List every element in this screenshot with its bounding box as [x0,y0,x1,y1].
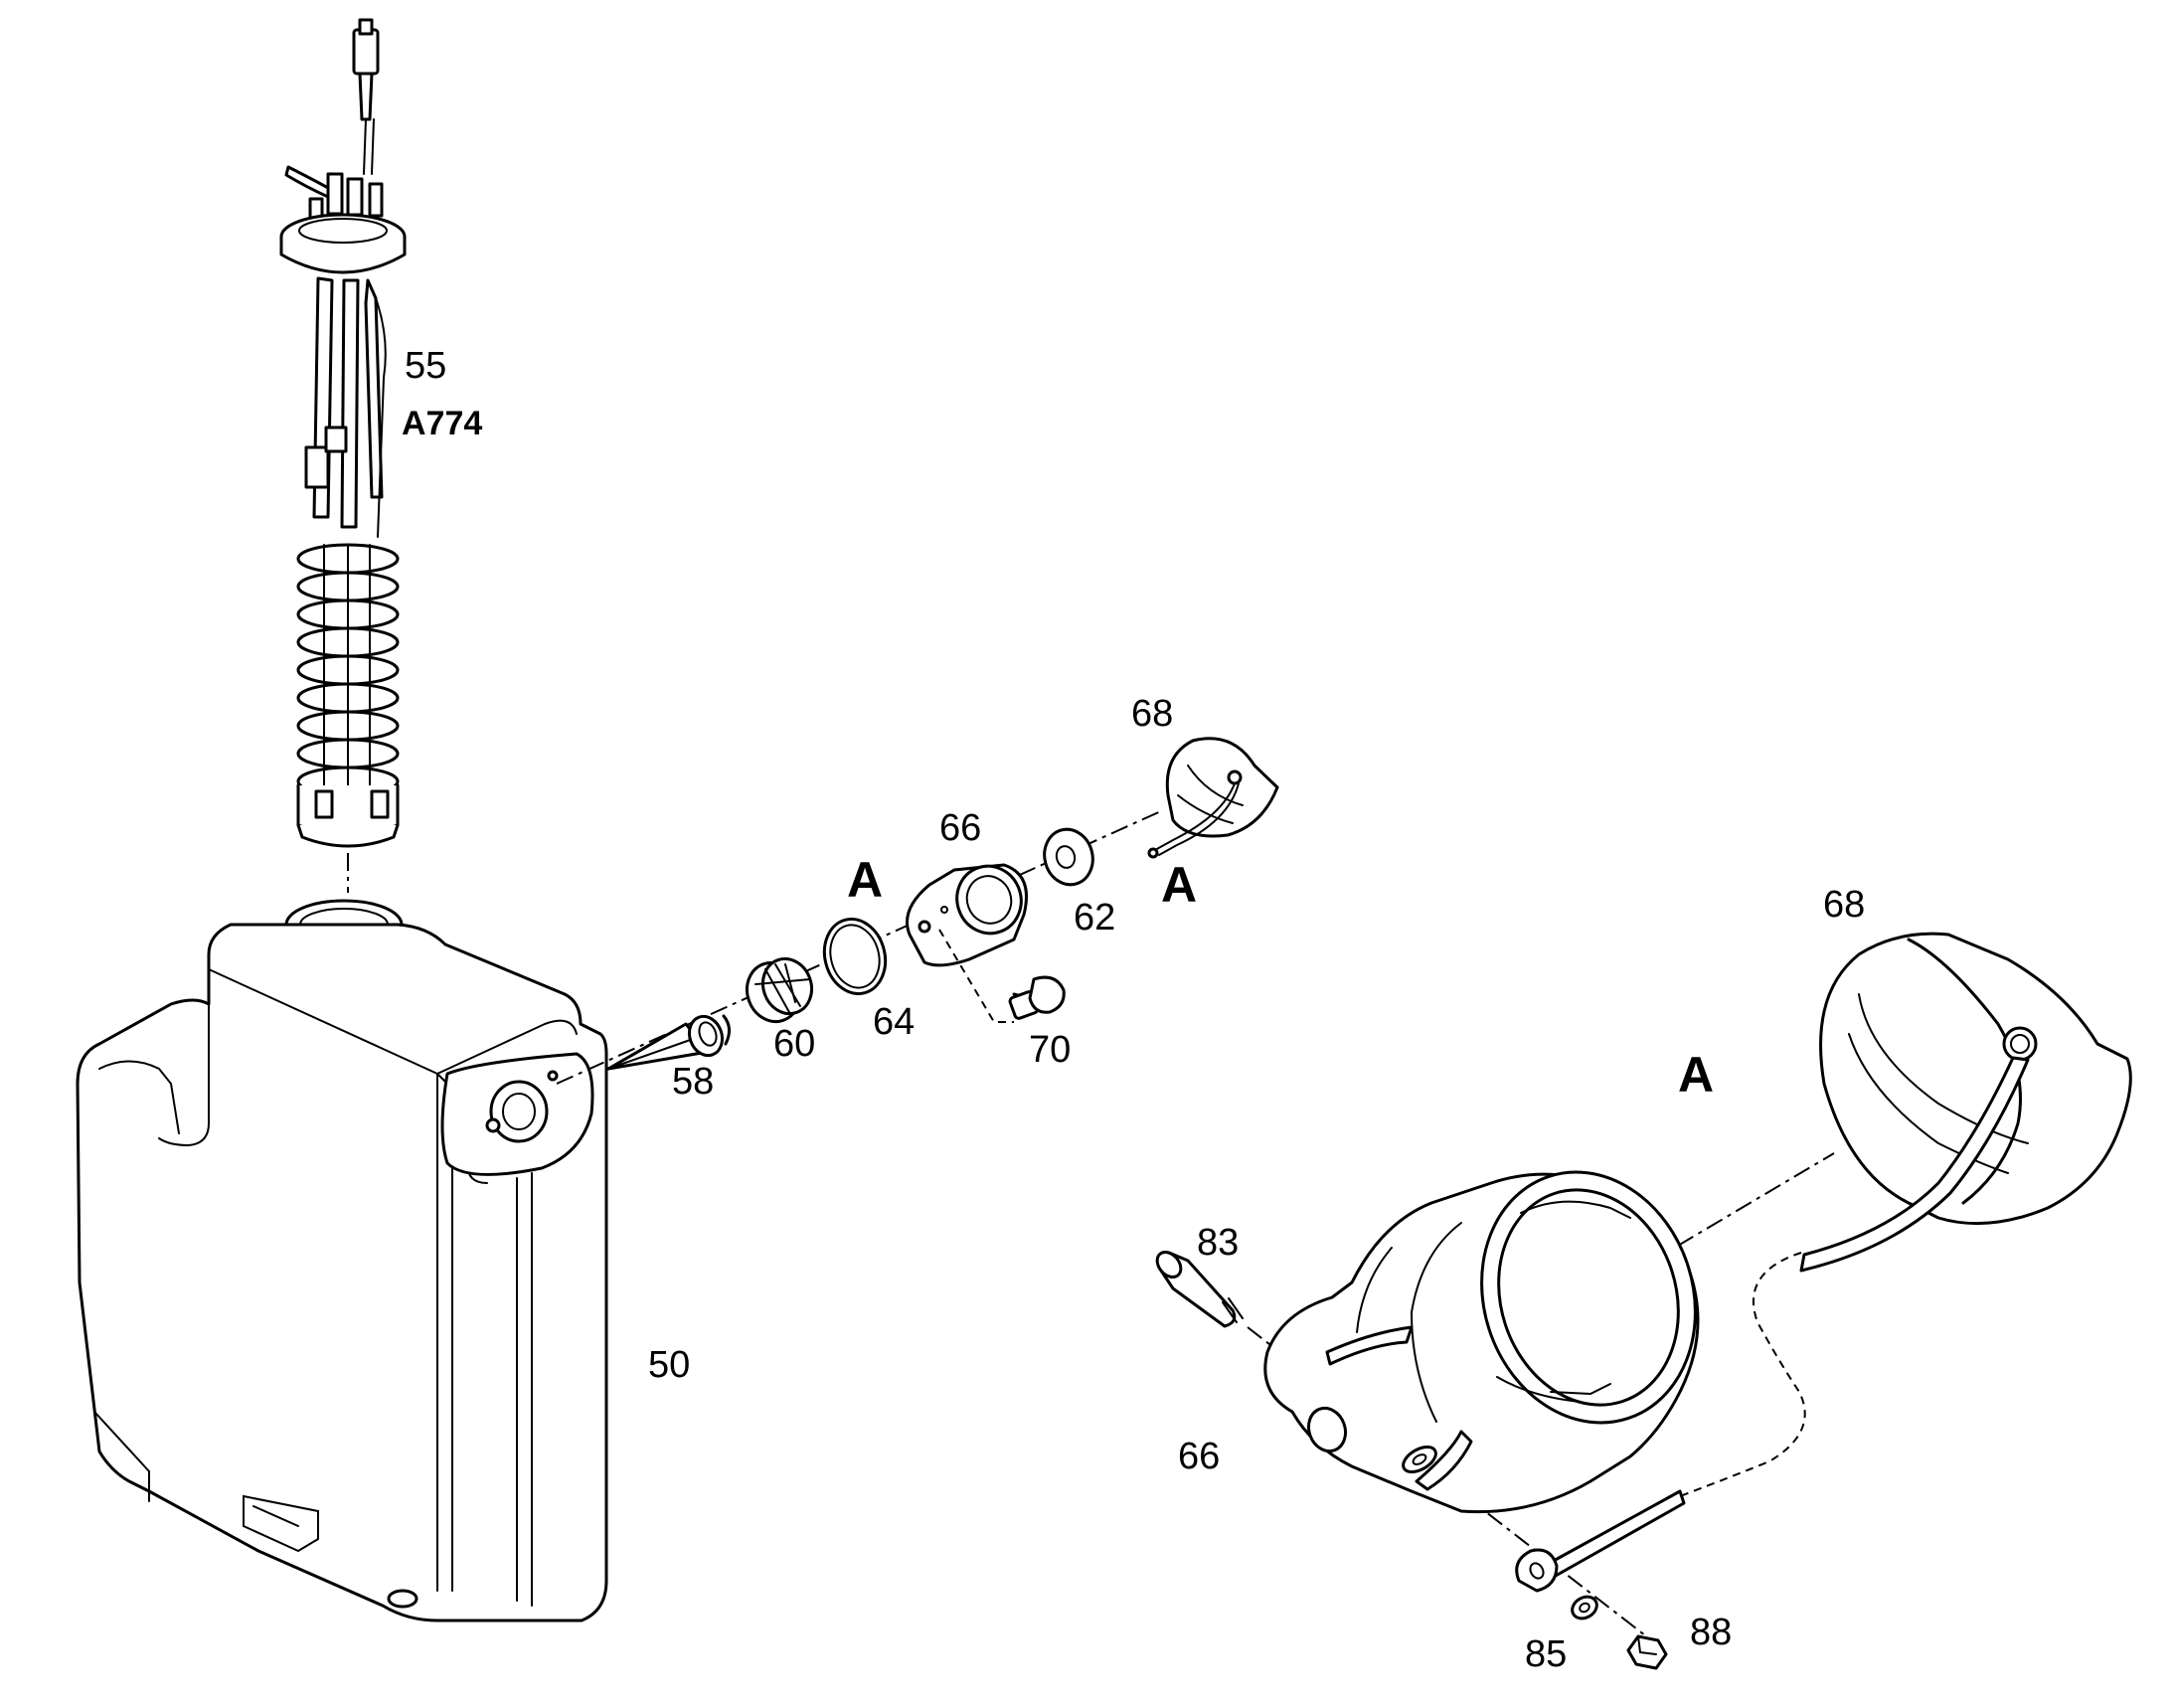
label-70: 70 [1029,1029,1071,1071]
label-83: 83 [1197,1222,1239,1264]
filler-neck-66-large [1263,1170,1700,1514]
bolt-83 [1155,1250,1244,1328]
o-ring-64 [822,917,888,996]
washer-85 [1571,1595,1598,1621]
strainer-58 [606,1014,731,1071]
label-68-detail: 68 [1823,884,1865,926]
bolt-70 [1008,975,1066,1020]
label-66-detail: 66 [1178,1436,1220,1477]
label-detail-a: A [1678,1047,1714,1103]
label-62: 62 [1074,897,1115,939]
label-60: 60 [773,1023,815,1065]
label-58: 58 [672,1061,714,1103]
label-a-right: A [1161,857,1197,913]
label-66-top: 66 [939,807,981,849]
cap-68-small [1147,737,1279,859]
filter-60 [746,956,814,1024]
filler-neck-66 [906,863,1028,967]
label-a-left: A [847,852,883,908]
label-64: 64 [873,1001,915,1043]
washer-62 [1043,827,1094,887]
label-68-top: 68 [1131,693,1173,735]
cap-68-large [1799,932,2132,1273]
label-55: 55 [405,345,446,387]
tank-50 [76,899,608,1623]
tether-route [1679,1252,1806,1497]
tether-end [1515,1489,1686,1593]
label-a774: A774 [402,405,482,442]
nut-88 [1626,1634,1668,1670]
detail-a [1155,932,2132,1670]
sensor-assembly-55 [279,18,407,848]
heater-coil [296,543,400,801]
label-85: 85 [1525,1633,1567,1675]
label-50: 50 [648,1344,690,1386]
label-88: 88 [1690,1612,1732,1653]
